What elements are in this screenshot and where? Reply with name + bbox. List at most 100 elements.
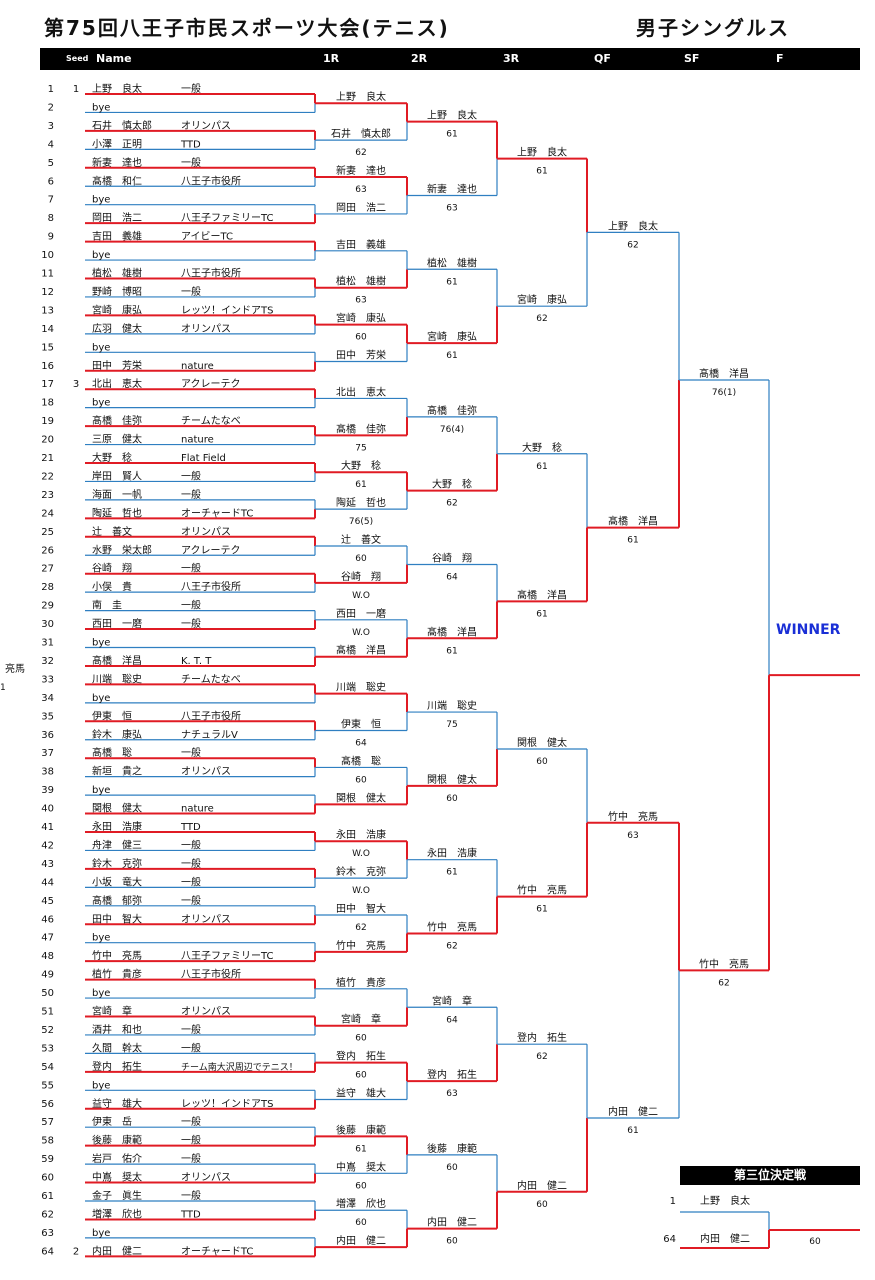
match-score: 62 [355,923,366,933]
match-score: 62 [446,499,457,509]
match-winner: 登内 拓生 [336,1050,386,1063]
draw-number: 51 [41,1007,54,1018]
match-score: 61 [536,905,547,915]
match-winner: 谷崎 翔 [432,551,472,564]
draw-number: 2 [48,102,54,113]
player-club: オリンパス [181,1172,231,1184]
player-club: 一般 [181,1041,201,1054]
player-name: 上野 良太 [92,82,142,95]
draw-number: 13 [41,305,54,316]
player-name: 宮崎 章 [92,1005,132,1018]
player-name: 酒井 和也 [92,1023,142,1036]
player-club: オリンパス [181,1006,231,1018]
header-round-3: 3R [503,52,520,65]
draw-number: 15 [41,342,54,353]
match-winner: 北出 恵太 [336,385,386,398]
draw-number: 6 [48,176,54,187]
draw-number: 27 [41,564,54,575]
draw-number: 33 [41,674,54,685]
match-winner: 髙橋 佳弥 [427,404,477,417]
match-score: 63 [446,1089,457,1099]
third-place-number: 64 [663,1234,676,1245]
draw-number: 14 [41,324,54,335]
match-winner: 髙橋 洋昌 [336,644,386,657]
draw-number: 58 [41,1136,54,1147]
match-winner: 大野 稔 [432,478,472,491]
player-name: 後藤 康範 [92,1134,142,1147]
player-name: 髙橋 佳弥 [92,414,142,427]
match-score: 60 [536,757,548,767]
player-club: チーム南大沢周辺でテニス！ [181,1061,298,1073]
match-winner: 関根 健太 [336,791,386,804]
player-club: チームたなべ [181,673,241,685]
match-winner: 川端 聡史 [336,681,386,694]
player-name: bye [92,785,110,796]
player-name: 岸田 賢人 [92,470,142,482]
player-club: 八王子ファミリーTC [181,212,274,224]
player-club: オーチャードTC [181,507,253,519]
player-name: bye [92,693,110,704]
draw-number: 25 [41,527,54,538]
draw-number: 23 [41,490,54,501]
match-score: 61 [0,683,6,693]
player-name: 植竹 貴彦 [92,968,142,981]
match-winner: 西田 一磨 [336,608,386,620]
match-winner: 竹中 亮馬 [0,662,25,675]
player-name: 辻 善文 [92,525,132,538]
player-club: オーチャードTC [181,1245,253,1257]
match-score: 60 [446,1163,458,1173]
draw-number: 49 [41,970,54,981]
player-name: bye [92,1080,110,1091]
match-score: 62 [446,941,457,951]
player-club: 一般 [181,1152,201,1165]
draw-number: 34 [41,693,54,704]
player-name: 岡田 浩二 [92,212,142,224]
match-winner: 後藤 康範 [427,1142,477,1155]
player-name: bye [92,102,110,113]
player-club: 一般 [181,82,201,95]
match-winner: 辻 善文 [341,533,381,546]
third-place-score: 60 [809,1237,821,1247]
draw-number: 54 [41,1062,54,1073]
match-score: 64 [446,1015,458,1025]
draw-number: 42 [41,840,54,851]
player-club: K. T. T [181,656,212,667]
player-club: 一般 [181,156,201,169]
player-name: 鈴木 克弥 [92,857,142,870]
match-score: 76(5) [349,517,373,527]
match-score: 64 [355,739,367,749]
player-name: 宮崎 康弘 [92,303,142,316]
match-winner: 鈴木 克弥 [336,865,386,878]
player-club: 一般 [181,469,201,482]
draw-number: 60 [41,1173,54,1184]
header-final: F [776,52,784,65]
match-winner: 登内 拓生 [517,1031,567,1044]
match-winner: 陶延 哲也 [336,496,386,509]
player-name: 髙橋 聡 [92,746,132,759]
draw-number: 17 [41,379,54,390]
player-name: bye [92,342,110,353]
player-name: 関根 健太 [92,802,142,815]
match-score: 61 [536,609,547,619]
match-winner: 植松 雄樹 [336,275,386,288]
player-club: 八王子市役所 [181,580,241,593]
player-name: 植松 雄樹 [92,267,142,280]
tournament-title: 第75回八王子市民スポーツ大会(テニス) [44,16,450,40]
match-score: 76(1) [712,388,736,398]
player-club: 一般 [181,1134,201,1147]
match-winner: 髙橋 洋昌 [608,515,658,528]
match-winner: 吉田 義雄 [336,238,386,251]
match-winner: 益守 雄大 [336,1087,386,1100]
draw-number: 30 [41,619,54,630]
match-score: 62 [627,240,638,250]
player-club: アイビーTC [181,231,233,243]
draw-number: 32 [41,656,54,667]
column-header-bar: Seed Name 1R 2R 3R QF SF F [40,48,860,70]
player-name: 田中 芳栄 [92,359,142,372]
player-name: 小俣 貴 [92,580,132,593]
player-name: 小坂 竜大 [92,875,142,888]
match-score: 61 [536,167,547,177]
match-winner: 新妻 達也 [427,182,477,195]
match-score: 76(4) [440,425,464,435]
player-name: 新妻 達也 [92,156,142,169]
